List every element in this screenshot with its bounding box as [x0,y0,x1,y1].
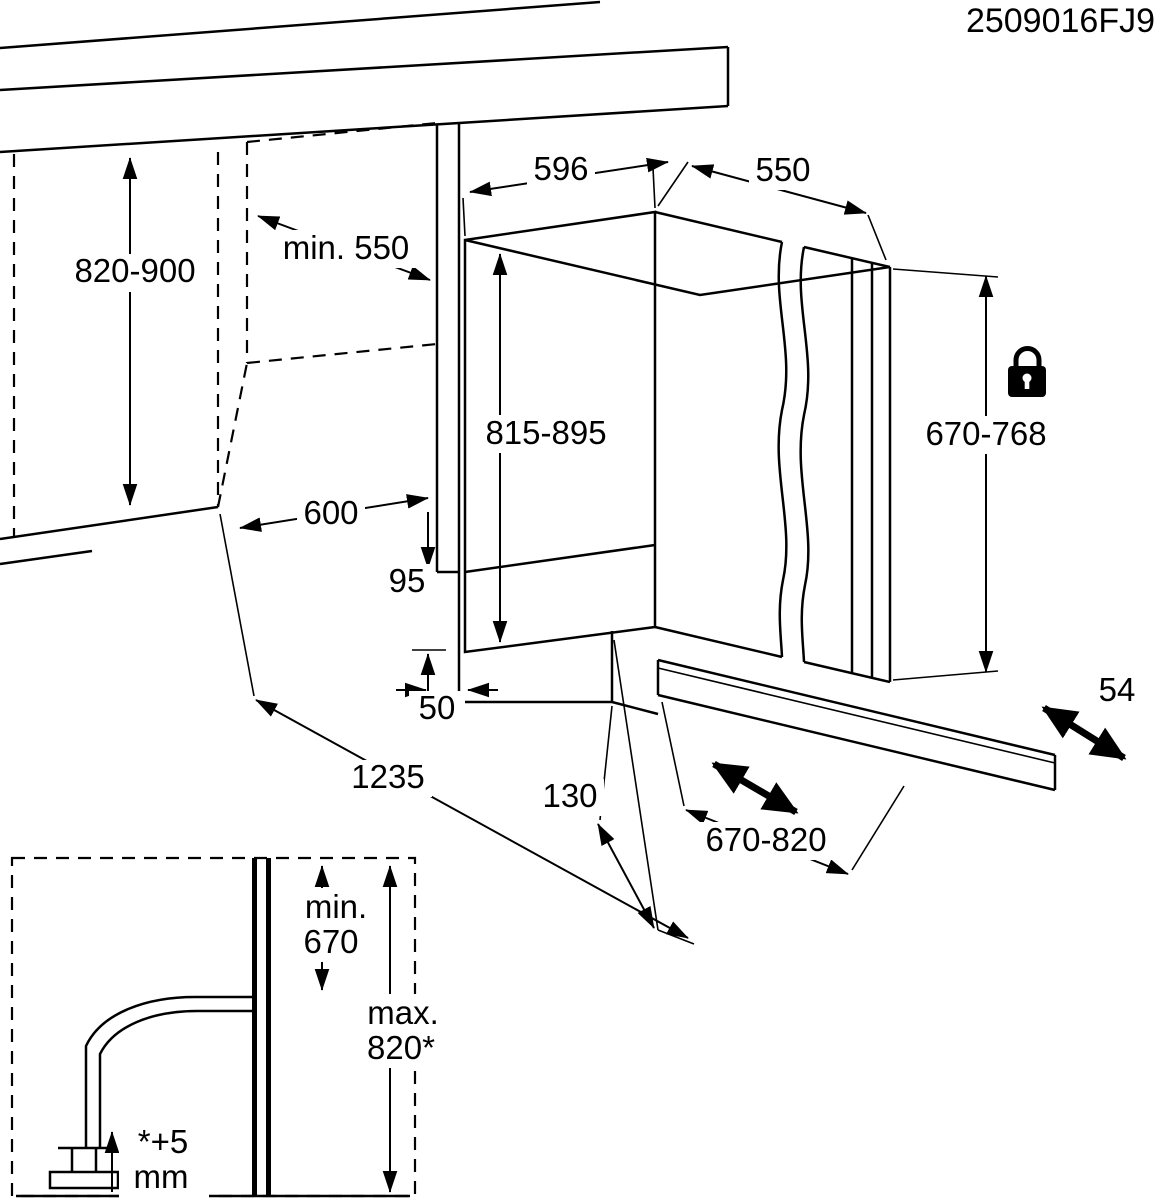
lock-keyhole-stem [1024,380,1030,389]
label-background [258,230,434,268]
dim-panel-height-ext-2 [892,670,999,681]
niche-back-top-edge [246,121,438,144]
inset-panel-line-1 [252,858,257,1196]
dim-label-panel-height: 670-768 [925,415,1046,452]
dim-board-width-ext-1 [661,701,685,807]
label-background [1091,673,1143,710]
label-background [409,691,465,728]
panel-break-line-left [777,241,788,658]
dim-label-floor-depth: 600 [303,494,358,531]
panel-break-line-right [799,246,810,663]
floor [0,505,219,566]
dim-panel-height-ext-1 [892,268,999,278]
worktop-front-bottom-edge [0,104,729,154]
lock-icon [1008,346,1046,397]
appliance-door-bottom-line [464,543,656,574]
label-background [297,496,365,533]
label-background [910,416,1062,454]
plinth-board-top-edge [657,658,1056,757]
plinth-board-bottom-edge [657,693,1056,792]
dim-board-width-ext-2 [851,785,905,871]
dimension-labels: 2509016FJ9 820-900 min. 550 596 550 815-… [60,2,1155,1198]
dim-label-board-adjust: 54 [1099,671,1136,708]
inset-value-min: 670 [303,923,358,960]
dim-label-niche-depth: min. 550 [283,229,410,266]
dim-label-recess-height: 95 [389,562,426,599]
door-open-projection [613,639,659,931]
projection-lines [613,639,695,945]
label-background [344,760,432,797]
inset-unit-foot-adjust: mm [134,1158,189,1195]
niche-floor-depth-edge [216,362,249,508]
dim-label-top-depth: 550 [755,151,810,188]
plinth-slide-arrow [711,760,799,816]
dim-width-ext-1 [462,197,466,237]
label-background [379,564,435,601]
worktop-back-edge [0,0,601,50]
plinth-board [656,658,1057,816]
dim-label-total-depth: 1235 [351,758,424,795]
cabinet-niche-outline [12,121,438,537]
floor-front-edge [0,505,219,541]
dim-setback-line [597,823,655,929]
inset-foot-stems [70,1148,98,1172]
dim-label-board-width: 670-820 [705,821,826,858]
dim-board-adjust-arrow [1041,705,1127,761]
plinth-board-inner-edge [657,667,1056,764]
lock-shackle [1013,346,1042,366]
inset-label-foot-adjust: *+5 [138,1123,188,1160]
inset-foot-base [48,1170,120,1190]
dim-label-width: 596 [533,150,588,187]
dim-top-depth-ext-2 [867,214,887,261]
dim-width-ext-2 [652,167,656,209]
inset-appliance-inner-profile [98,1009,252,1148]
dim-top-depth-ext-1 [657,161,689,207]
inset-appliance-top-profile [84,995,252,1148]
inset-label-min: min. [305,888,367,925]
label-background [749,153,817,190]
appliance-right-bottom-edge [654,625,891,684]
inset-value-max: 820* [367,1029,435,1066]
dim-label-appliance-height: 815-895 [485,414,606,451]
niche-back-bottom-edge [246,342,438,365]
inset-panel-line-2 [266,858,271,1196]
label-background [119,1124,209,1198]
floor-lower-edge [0,549,93,566]
dim-label-recess-depth: 50 [419,689,456,726]
label-background [470,415,622,453]
dim-total-depth-ext [219,513,255,697]
label-background [536,779,604,816]
appliance-right-top-edge [654,210,891,269]
label-background [527,152,595,189]
worktop [0,0,730,154]
label-background [60,254,210,292]
furniture-door-panel [777,241,874,678]
label-background [294,888,380,962]
label-background [690,822,842,860]
worktop-front-top-edge [0,45,729,92]
dim-label-setback: 130 [542,777,597,814]
document-number: 2509016FJ9 [966,2,1155,40]
appliance-top-face-edges [464,238,891,297]
label-background [346,994,458,1068]
inset-label-max: max. [367,994,439,1031]
dim-label-niche-height: 820-900 [74,252,195,289]
plinth-recess-joint [611,700,659,716]
